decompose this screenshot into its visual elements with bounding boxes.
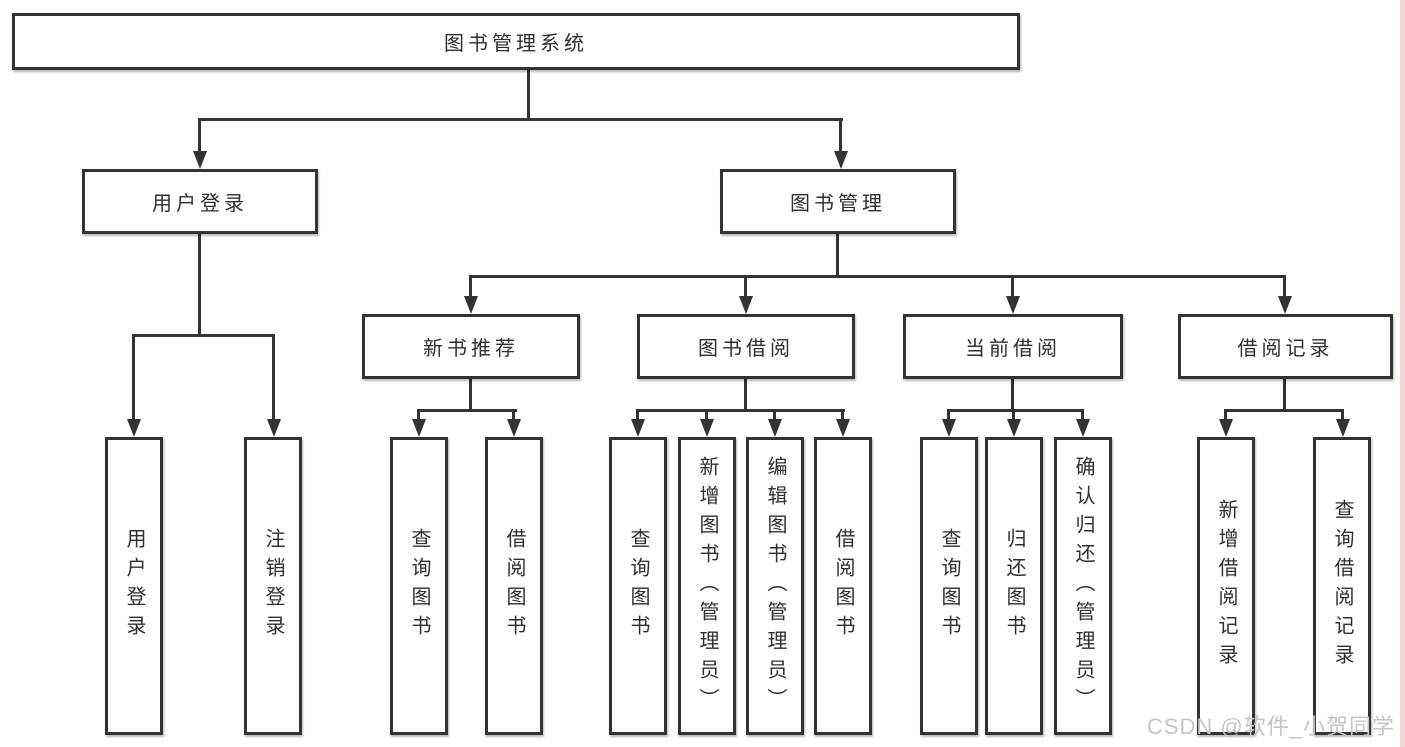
leaf-label: 用户登录 [123,528,145,644]
connector-cb-stem [1011,378,1014,412]
arrowhead-to-book-management [834,151,848,169]
connector-bb-stem [744,378,747,412]
leaf-label: 新增图书（管理员） [696,455,718,717]
leaf-cb-confirm-return-admin: 确认归还（管理员） [1054,437,1112,735]
connector-to-leaf-user-login [132,336,135,419]
leaf-label: 注销登录 [262,528,284,644]
leaf-br-add-record: 新增借阅记录 [1197,437,1255,735]
arrowhead-to-bb-edit [768,419,782,437]
node-root: 图书管理系统 [12,13,1020,70]
node-user-login: 用户登录 [82,169,318,234]
node-new-book-recommend-label: 新书推荐 [423,338,519,360]
leaf-bb-edit-book-admin: 编辑图书（管理员） [746,437,804,735]
node-borrow-record-label: 借阅记录 [1237,338,1334,360]
connector-user-login-stem [198,234,201,336]
leaf-cb-query-book: 查询图书 [920,437,978,735]
connector-to-leaf-logout [272,336,275,419]
connector-nbr-rail [417,409,517,412]
node-new-book-recommend: 新书推荐 [362,314,580,379]
arrowhead-to-nbr-borrow [507,419,521,437]
node-root-label: 图书管理系统 [444,33,588,55]
connector-root-stem [527,70,530,120]
node-user-login-label: 用户登录 [152,193,248,215]
leaf-nbr-borrow-book: 借阅图书 [485,437,543,735]
csdn-watermark: CSDN @软件_小贺同学 [1146,714,1395,739]
leaf-label: 查询图书 [408,528,430,644]
connector-to-cb-query [947,411,950,419]
node-book-borrow-label: 图书借阅 [698,338,794,360]
connector-to-book-management [839,120,842,151]
leaf-label: 借阅图书 [832,528,854,644]
connector-to-book-borrow [744,277,747,296]
arrowhead-to-book-borrow [739,296,753,314]
connector-br-stem [1283,378,1286,412]
leaf-bb-query-book: 查询图书 [609,437,667,735]
node-current-borrow-label: 当前借阅 [965,338,1061,360]
leaf-br-query-record: 查询借阅记录 [1313,437,1371,735]
right-edge-strip [1400,0,1405,747]
arrowhead-to-nbr-query [412,419,426,437]
arrowhead-to-cb-return [1007,419,1021,437]
connector-to-current-borrow [1011,277,1014,296]
connector-bb-rail [636,409,845,412]
node-book-management-label: 图书管理 [790,193,886,215]
arrowhead-to-borrow-record [1278,296,1292,314]
arrowhead-to-br-query [1336,419,1350,437]
arrowhead-to-leaf-logout [267,419,281,437]
node-book-borrow: 图书借阅 [637,314,855,379]
connector-nbr-stem [469,378,472,412]
connector-level1-rail [198,118,843,121]
leaf-label: 确认归还（管理员） [1072,455,1094,717]
arrowhead-to-bb-query [631,419,645,437]
leaf-bb-borrow-book: 借阅图书 [814,437,872,735]
arrowhead-to-bb-borrow [836,419,850,437]
connector-to-nbr-borrow [512,411,515,419]
arrowhead-to-cb-confirm [1076,419,1090,437]
connector-book-management-stem [836,234,839,277]
arrowhead-to-cb-query [942,419,956,437]
leaf-cb-return-book: 归还图书 [985,437,1043,735]
connector-to-cb-confirm [1081,411,1084,419]
connector-user-login-rail [132,334,275,337]
connector-to-user-login [198,120,201,151]
connector-to-borrow-record [1283,277,1286,296]
connector-to-bb-edit [773,411,776,419]
leaf-label: 归还图书 [1003,528,1025,644]
leaf-bb-add-book-admin: 新增图书（管理员） [678,437,736,735]
connector-to-bb-add [705,411,708,419]
connector-to-bb-borrow [841,411,844,419]
connector-to-br-query [1341,411,1344,419]
connector-to-br-add [1224,411,1227,419]
connector-cb-rail [947,409,1084,412]
connector-level2-rail [469,275,1286,278]
node-book-management: 图书管理 [720,169,956,234]
leaf-label: 查询图书 [938,528,960,644]
arrowhead-to-current-borrow [1006,296,1020,314]
leaf-label: 查询借阅记录 [1331,499,1353,673]
leaf-label: 查询图书 [627,528,649,644]
leaf-label: 编辑图书（管理员） [764,455,786,717]
leaf-nbr-query-book: 查询图书 [390,437,448,735]
arrowhead-to-leaf-user-login [127,419,141,437]
connector-to-cb-return [1012,411,1015,419]
connector-to-bb-query [636,411,639,419]
arrowhead-to-br-add [1219,419,1233,437]
connector-br-rail [1224,409,1344,412]
leaf-label: 新增借阅记录 [1215,499,1237,673]
leaf-user-login: 用户登录 [105,437,163,735]
arrowhead-to-new-book-recommend [464,296,478,314]
leaf-logout: 注销登录 [244,437,302,735]
arrowhead-to-user-login [193,151,207,169]
leaf-label: 借阅图书 [503,528,525,644]
node-current-borrow: 当前借阅 [903,314,1123,379]
connector-to-new-book-recommend [469,277,472,296]
arrowhead-to-bb-add [700,419,714,437]
connector-to-nbr-query [417,411,420,419]
node-borrow-record: 借阅记录 [1178,314,1393,379]
